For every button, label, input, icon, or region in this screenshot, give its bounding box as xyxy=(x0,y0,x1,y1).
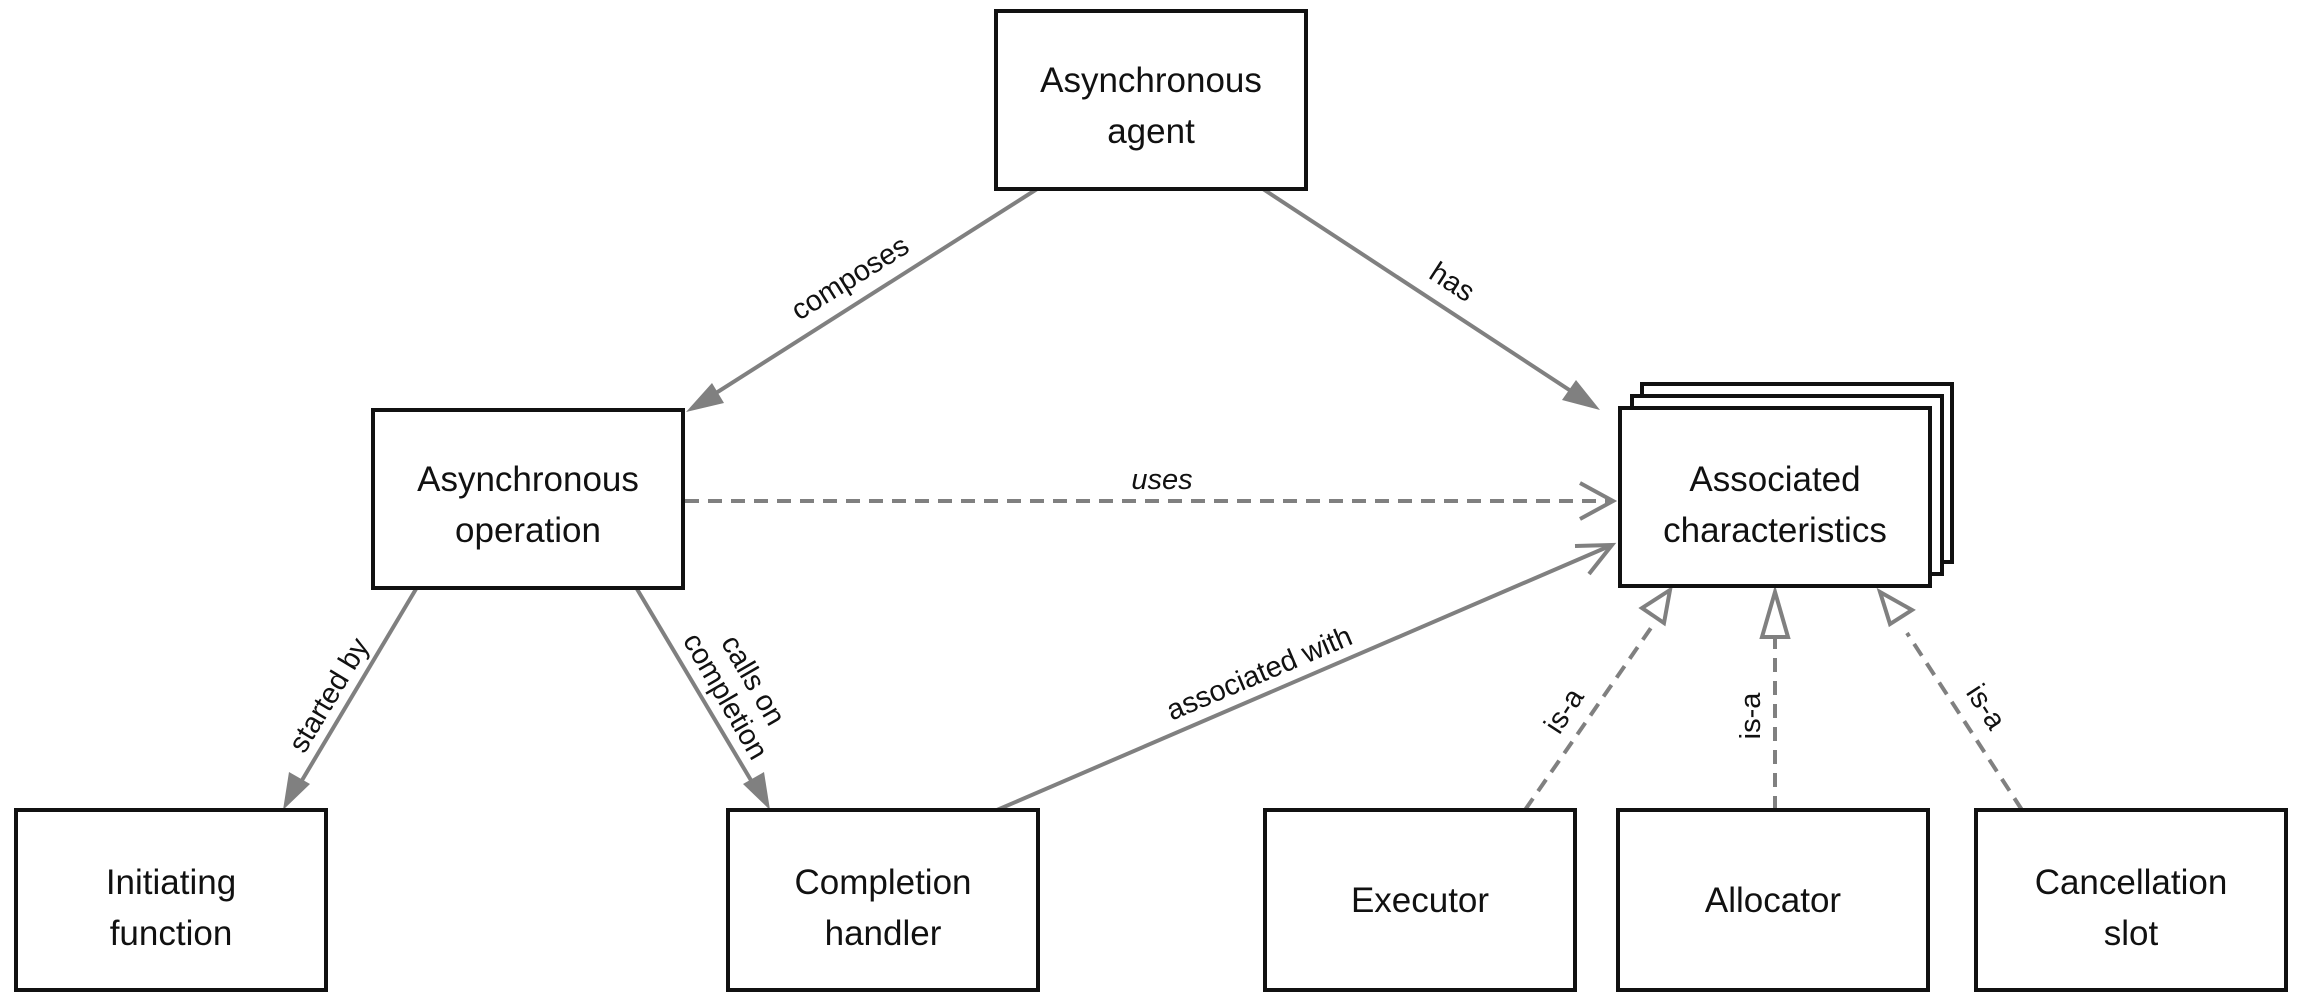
node-asynchronous-agent-line2: agent xyxy=(1107,112,1195,151)
triangle-is-a-allocator xyxy=(1759,584,1791,639)
node-initiating-function: Initiating function xyxy=(14,808,328,992)
triangle-is-a-executor xyxy=(1638,585,1673,627)
label-is-a-allocator: is-a xyxy=(1735,692,1767,740)
label-started-by: started by xyxy=(283,632,376,758)
label-is-a-executor: is-a xyxy=(1538,682,1591,739)
edge-is-a-cancellation-slot xyxy=(1876,587,2024,812)
node-associated-characteristics-line1: Associated xyxy=(1689,460,1860,499)
arrowhead-has xyxy=(1562,380,1600,410)
label-uses: uses xyxy=(1131,464,1192,496)
node-executor-label: Executor xyxy=(1351,881,1489,920)
node-cancellation-slot: Cancellation slot xyxy=(1974,808,2288,992)
node-asynchronous-operation-line2: operation xyxy=(455,511,601,550)
node-completion-handler-line2: handler xyxy=(825,914,942,953)
edge-is-a-allocator xyxy=(1759,584,1791,810)
node-completion-handler: Completion handler xyxy=(726,808,1040,992)
node-initiating-function-line1: Initiating xyxy=(106,863,236,902)
edge-has xyxy=(1261,187,1600,410)
node-allocator-label: Allocator xyxy=(1705,881,1842,920)
arrowhead-calls-on-completion xyxy=(743,772,770,810)
node-asynchronous-agent-line1: Asynchronous xyxy=(1040,61,1262,100)
node-associated-characteristics: Associated characteristics xyxy=(1618,382,1954,588)
node-associated-characteristics-line2: characteristics xyxy=(1663,511,1887,550)
edge-calls-on-completion xyxy=(635,587,770,810)
edge-uses xyxy=(685,481,1618,521)
node-completion-handler-line1: Completion xyxy=(794,863,971,902)
node-asynchronous-operation: Asynchronous operation xyxy=(371,408,685,590)
stack-layer-front xyxy=(1618,406,1932,588)
node-allocator: Allocator xyxy=(1616,808,1930,992)
node-initiating-function-line2: function xyxy=(110,914,233,953)
arrowhead-composes xyxy=(686,383,724,412)
edge-associated-with xyxy=(996,542,1617,812)
edge-composes xyxy=(686,187,1039,412)
edge-started-by xyxy=(283,587,418,810)
label-associated-with: associated with xyxy=(1162,620,1357,727)
node-cancellation-slot-line1: Cancellation xyxy=(2035,863,2228,902)
triangle-is-a-cancellation-slot xyxy=(1876,587,1916,628)
arrowhead-started-by xyxy=(283,772,310,810)
edge-is-a-executor xyxy=(1523,585,1673,812)
node-asynchronous-operation-line1: Asynchronous xyxy=(417,460,639,499)
node-asynchronous-agent: Asynchronous agent xyxy=(994,9,1308,191)
node-cancellation-slot-line2: slot xyxy=(2104,914,2159,953)
node-executor: Executor xyxy=(1263,808,1577,992)
